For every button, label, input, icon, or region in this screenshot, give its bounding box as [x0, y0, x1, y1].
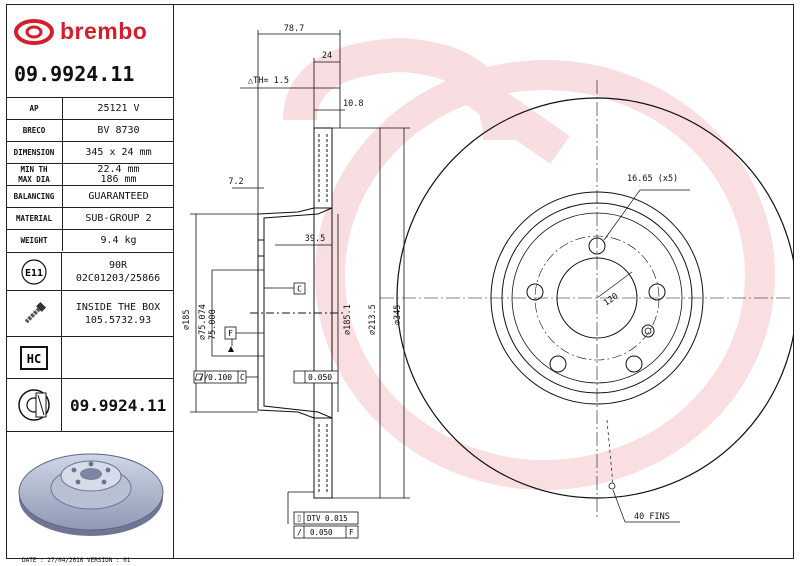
- approval-line1: 90R: [108, 259, 128, 271]
- parallelism-tolerance: 0.050: [194, 370, 339, 384]
- svg-text:0.050: 0.050: [308, 373, 332, 382]
- dia-213-5: ⌀213.5: [368, 304, 378, 335]
- bolt-hole: [625, 355, 643, 373]
- brembo-watermark-icon: [283, 37, 775, 490]
- inside-box-label: INSIDE THE BOX: [75, 301, 161, 313]
- approval-row: E11 90R 02C01203/25866: [6, 252, 174, 290]
- datum-f: F: [224, 326, 237, 352]
- locator-hole: [641, 324, 655, 338]
- bolt-hole-label: 16.65 (x5): [627, 174, 678, 184]
- spec-value: 25121 V: [62, 97, 174, 120]
- dim-39-5: 39.5: [305, 234, 325, 244]
- spec-value: 345 x 24 mm: [62, 141, 174, 164]
- screw-icon: [24, 301, 46, 323]
- spec-row: WEIGHT 9.4 kg: [6, 229, 174, 251]
- svg-text:DTV 0.015: DTV 0.015: [307, 514, 348, 523]
- inside-box-values: INSIDE THE BOX 105.5732.93: [62, 291, 174, 336]
- dia-185: ⌀185: [182, 310, 192, 330]
- bottom-partno: 09.9924.11: [70, 395, 167, 415]
- max-dia-key: MAX DIA: [18, 174, 50, 184]
- approval-symbol: E11: [6, 253, 62, 290]
- hc-symbol: HC: [6, 337, 62, 378]
- front-view: [380, 80, 794, 523]
- dim-delta-th: △TH= 1.5: [248, 76, 289, 86]
- e-mark-icon: E11: [20, 258, 47, 285]
- spec-value: BV 8730: [62, 119, 174, 142]
- brembo-logo-icon: [14, 18, 54, 45]
- dim-total-width: 78.7: [284, 24, 304, 34]
- bolt-hole: [648, 283, 666, 301]
- section-view: [250, 127, 345, 499]
- dim-10-8: 10.8: [343, 99, 363, 109]
- part-number: 09.9924.11: [14, 62, 135, 86]
- spec-row: BRECO BV 8730: [6, 119, 174, 142]
- spec-key: MIN TH MAX DIA: [6, 163, 63, 186]
- spec-table: AP 25121 V BRECO BV 8730 DIMENSION 345 x…: [6, 97, 174, 251]
- disc-3d-image: [18, 453, 164, 536]
- technical-drawing: 78.7 24 △TH= 1.5 10.8 7.2 39.5 ⌀185 ⌀75.…: [182, 24, 794, 539]
- brand-logo: brembo: [14, 18, 147, 45]
- spec-key: WEIGHT: [6, 229, 63, 251]
- inside-box-row: INSIDE THE BOX 105.5732.93: [6, 290, 174, 336]
- flatness-tolerance: // 0.100 C: [193, 370, 258, 384]
- bottom-partno-row: 09.9924.11: [6, 378, 174, 432]
- spec-row: MIN TH MAX DIA 22.4 mm 186 mm: [6, 163, 174, 186]
- spec-key: DIMENSION: [6, 141, 63, 164]
- spec-row: DIMENSION 345 x 24 mm: [6, 141, 174, 164]
- min-th-value: 22.4 mm: [97, 163, 140, 175]
- section-dimension-labels: 78.7 24 △TH= 1.5 10.8 7.2 39.5: [228, 24, 363, 244]
- drawing-frame: [6, 4, 794, 559]
- svg-text:C: C: [240, 373, 245, 382]
- spec-row: BALANCING GUARANTEED: [6, 185, 174, 208]
- svg-text:0.100: 0.100: [208, 373, 232, 382]
- hc-badge-icon: HC: [19, 345, 48, 370]
- spec-row: AP 25121 V: [6, 97, 174, 120]
- svg-text:⌷: ⌷: [297, 515, 301, 523]
- diameter-labels: ⌀185 ⌀75.074 75.000 ⌀185.1 ⌀213.5 ⌀345: [182, 304, 403, 340]
- title-block: [6, 4, 174, 559]
- dia-75-000: 75.000: [208, 309, 218, 340]
- dia-185-1: ⌀185.1: [343, 304, 353, 335]
- min-th-key: MIN TH: [20, 164, 48, 174]
- fins-label: 40 FINS: [634, 512, 670, 522]
- svg-text://: //: [199, 373, 209, 382]
- spec-value: GUARANTEED: [62, 185, 174, 208]
- hc-row: HC: [6, 336, 174, 378]
- svg-text:/: /: [297, 528, 302, 537]
- e-mark-text: E11: [24, 268, 42, 279]
- svg-text:F: F: [228, 329, 233, 338]
- disc-symbol: [6, 379, 62, 431]
- dim-thickness: 24: [322, 51, 332, 61]
- dtv-tolerance: ⌷ DTV 0.015: [293, 511, 359, 525]
- spec-value: 9.4 kg: [62, 229, 174, 251]
- disc-profile-icon: [17, 389, 50, 421]
- pcd-label: 120: [602, 291, 620, 308]
- bolt-hole: [526, 283, 544, 301]
- footer-date-version: DATE : 27/04/2016 VERSION : 01: [22, 557, 131, 564]
- dia-75-074: ⌀75.074: [198, 304, 208, 340]
- locator-hole-inner: [644, 327, 652, 335]
- inside-box-code: 105.5732.93: [84, 314, 152, 326]
- spec-value: 22.4 mm 186 mm: [62, 163, 174, 186]
- approval-values: 90R 02C01203/25866: [62, 253, 174, 290]
- svg-text:C: C: [297, 285, 302, 294]
- approval-line2: 02C01203/25866: [75, 272, 161, 284]
- spec-key: BALANCING: [6, 185, 63, 208]
- bolt-hole: [549, 355, 567, 373]
- hc-text: HC: [26, 352, 40, 366]
- datum-c: C: [293, 282, 306, 295]
- runout-tolerance: / 0.050 F: [293, 525, 359, 539]
- spec-value: SUB-GROUP 2: [62, 207, 174, 230]
- screw-symbol: [6, 291, 62, 336]
- max-dia-value: 186 mm: [100, 173, 137, 185]
- spec-key: AP: [6, 97, 63, 120]
- spec-key: BRECO: [6, 119, 63, 142]
- spec-row: MATERIAL SUB-GROUP 2: [6, 207, 174, 230]
- svg-text:0.050: 0.050: [310, 528, 333, 537]
- spec-key: MATERIAL: [6, 207, 63, 230]
- brand-name: brembo: [60, 18, 148, 44]
- svg-text:F: F: [349, 528, 354, 537]
- dim-7-2: 7.2: [228, 177, 243, 187]
